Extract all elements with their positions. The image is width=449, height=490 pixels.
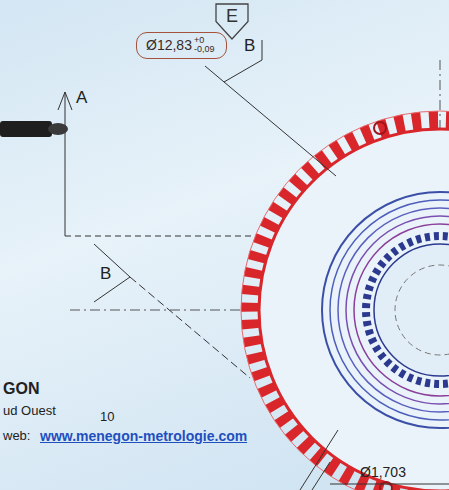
ring	[330, 200, 449, 420]
dimension-value: Ø1,703	[360, 464, 406, 480]
web-label: web:	[3, 429, 30, 444]
datum-symbol: E	[214, 2, 250, 41]
measuring-ball	[380, 482, 392, 490]
tolerance-value: -0,09	[194, 45, 215, 54]
ring	[338, 208, 449, 412]
website-link: www.menegon-metrologie.com	[40, 428, 247, 444]
leader-line	[205, 66, 336, 176]
company-name: GON	[3, 380, 39, 398]
leader-line	[312, 462, 330, 490]
gear-tip	[241, 111, 449, 490]
section-letter: A	[76, 88, 87, 108]
section-arrow	[58, 92, 72, 110]
section-arrow	[224, 40, 262, 82]
dimension-box: Ø12,83+0-0,09	[136, 32, 227, 59]
section-arrow	[94, 244, 130, 302]
gear-root	[259, 129, 449, 490]
ring	[322, 192, 449, 428]
dimension-line	[330, 484, 449, 485]
section-line	[65, 92, 66, 236]
section-line	[130, 277, 250, 378]
gear-teeth	[250, 120, 449, 490]
spline	[366, 236, 449, 384]
tolerance-stack: +0-0,09	[194, 36, 215, 55]
section-line	[65, 236, 262, 237]
ring	[346, 216, 449, 404]
probe-tip	[48, 123, 68, 135]
datum-letter: E	[214, 2, 250, 25]
section-letter: B	[244, 36, 255, 56]
pitch-circle	[395, 265, 449, 355]
measuring-ball	[374, 122, 386, 134]
ring	[354, 224, 449, 396]
bore	[374, 244, 449, 376]
probe	[0, 121, 52, 137]
leader-line	[300, 430, 338, 490]
tolerance-value: +0	[194, 36, 215, 45]
page-number: 10	[100, 410, 114, 425]
dimension-value: Ø12,83	[146, 37, 192, 53]
address-text: ud Ouest	[3, 404, 56, 419]
section-letter: B	[100, 264, 111, 284]
